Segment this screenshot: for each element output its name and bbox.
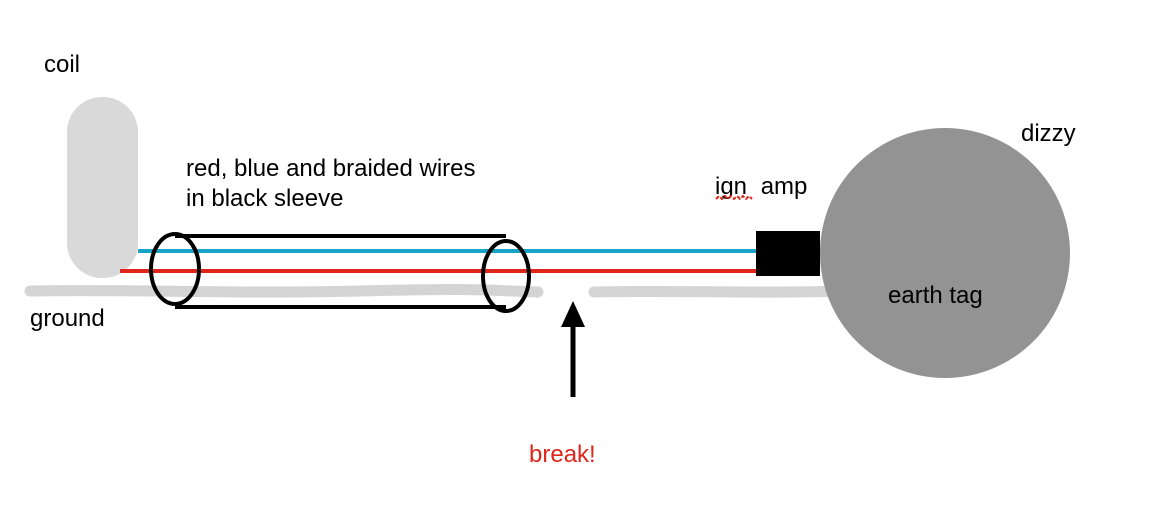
break-arrow-head (561, 301, 585, 327)
ign-amp (756, 231, 820, 276)
ground-wire-left (24, 283, 544, 298)
ground-label: ground (30, 305, 105, 332)
sleeve-left-end (149, 232, 201, 306)
black-sleeve (149, 232, 531, 313)
ground-wire-right (588, 285, 854, 298)
coil-label: coil (44, 51, 80, 78)
sleeve-label-line2: in black sleeve (186, 185, 343, 212)
amp-word: amp (761, 173, 808, 200)
break-label: break! (529, 441, 596, 468)
spellcheck-underline (715, 194, 753, 201)
ign-amp-label: ign amp (715, 173, 807, 200)
sleeve-label-line1: red, blue and braided wires (186, 155, 476, 182)
earth-tag-label: earth tag (888, 282, 983, 309)
dizzy-label: dizzy (1021, 120, 1076, 147)
dizzy (820, 128, 1070, 378)
coil (67, 97, 138, 278)
sleeve-right-end (481, 239, 531, 313)
